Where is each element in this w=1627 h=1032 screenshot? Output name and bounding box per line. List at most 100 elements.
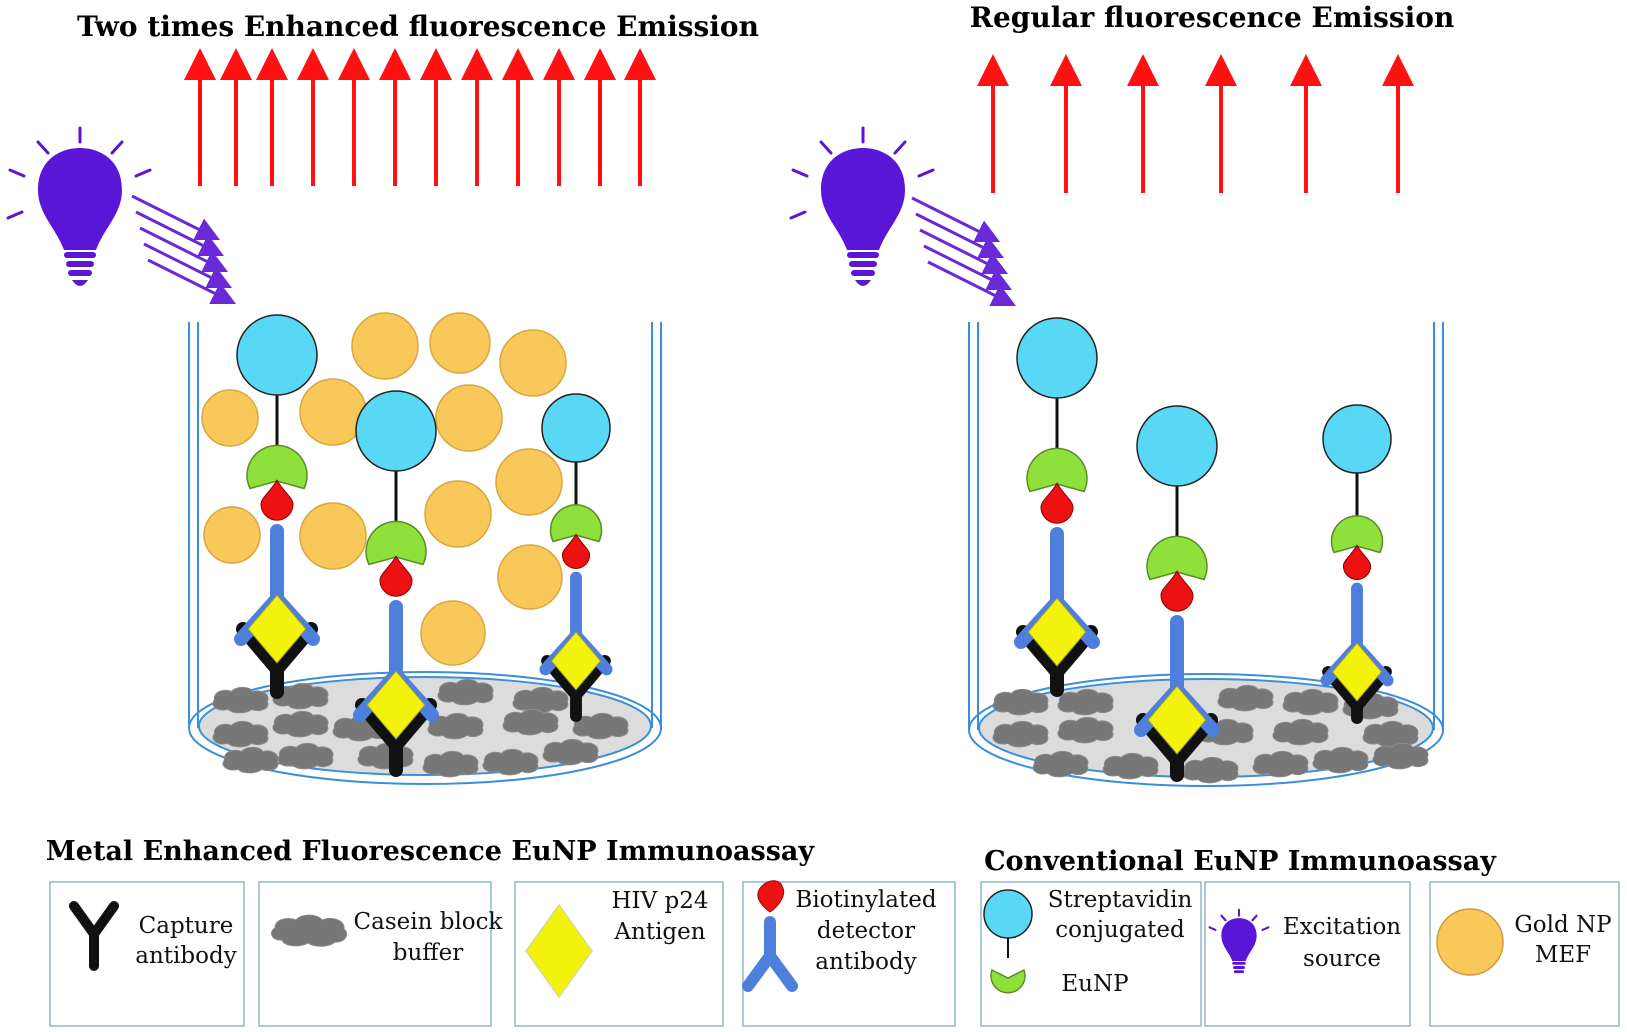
antigen — [550, 631, 602, 691]
biotin — [379, 555, 413, 597]
sandwich-complex — [1320, 404, 1394, 724]
legend-detector-antibody-icon — [742, 880, 798, 992]
legend-excitation-label-1: Excitation — [1283, 914, 1401, 940]
legend-capture-label-2: antibody — [135, 943, 236, 969]
biotin — [1160, 570, 1194, 612]
legend-detector-label-1: Biotinylated — [795, 887, 936, 913]
antigen — [1027, 597, 1087, 667]
eunp — [549, 504, 603, 543]
casein-blob — [512, 686, 569, 714]
legend-box-casein — [258, 881, 492, 1027]
left-assay-title: Metal Enhanced Fluorescence EuNP Immunoa… — [46, 836, 816, 867]
legend-excitation-label-2: source — [1303, 946, 1381, 972]
excitation-ray — [135, 210, 225, 257]
casein-blob — [1282, 688, 1339, 716]
casein-blob — [277, 742, 334, 770]
gold-np — [420, 600, 486, 666]
legend-gold-label-1: Gold NP — [1514, 912, 1611, 938]
excitation-ray — [919, 228, 1009, 275]
casein-blob — [1252, 750, 1309, 778]
casein-blob — [427, 712, 484, 740]
casein-blob — [1102, 752, 1159, 780]
legend-box-eunp — [980, 881, 1202, 1027]
left-emission-arrows — [184, 48, 656, 186]
gold-np — [497, 544, 563, 610]
excitation-ray — [923, 244, 1013, 291]
casein-blob — [1057, 688, 1114, 716]
left-emission-title: Two times Enhanced fluorescence Emission — [77, 10, 759, 43]
casein-blob — [1217, 684, 1274, 712]
gold-np — [201, 389, 259, 447]
casein-blob — [572, 712, 629, 740]
legend: Capture antibody Casein block buffer HIV… — [49, 880, 1620, 1027]
right-assay-title: Conventional EuNP Immunoassay — [984, 846, 1497, 877]
excitation-ray — [927, 260, 1017, 307]
casein-blob — [1372, 742, 1429, 770]
casein-blob — [542, 738, 599, 766]
sandwich-complex — [353, 390, 439, 777]
gold-np — [495, 448, 563, 516]
casein-blob — [212, 686, 269, 714]
legend-antigen-label-1: HIV p24 — [611, 888, 708, 914]
immunoassay-complexes — [234, 314, 1394, 782]
antigen — [247, 594, 307, 664]
right-excitation-rays — [911, 196, 1017, 307]
excitation-ray — [147, 258, 237, 305]
casein-blob — [1362, 720, 1419, 748]
sandwich-complex — [1134, 405, 1220, 782]
biotin — [561, 533, 591, 569]
legend-capture-label-1: Capture — [139, 913, 234, 939]
gold-np — [429, 312, 491, 374]
casein-blob — [992, 688, 1049, 716]
casein-blob — [1182, 756, 1239, 784]
legend-excitation-icon — [1208, 908, 1270, 974]
left-excitation-rays — [131, 194, 237, 305]
eunp — [1026, 447, 1088, 493]
casein-blob — [212, 720, 269, 748]
legend-casein-label-2: buffer — [393, 940, 463, 966]
sandwich-complex — [1014, 317, 1100, 697]
casein-blob — [1057, 716, 1114, 744]
excitation-ray — [143, 242, 233, 289]
casein-blob — [357, 742, 414, 770]
excitation-ray — [911, 196, 1001, 243]
legend-detector-label-3: antibody — [815, 949, 916, 975]
gold-np — [351, 312, 419, 380]
legend-eunp-label-1: Streptavidin — [1048, 887, 1193, 913]
legend-eunp-label-3: EuNP — [1061, 971, 1128, 997]
legend-gold-np-icon — [1436, 908, 1504, 976]
casein-blob — [1272, 718, 1329, 746]
legend-casein-label-1: Casein block — [354, 909, 504, 935]
casein-blob — [502, 708, 559, 736]
legend-gold-label-2: MEF — [1535, 942, 1591, 968]
gold-np — [435, 384, 503, 452]
legend-box-excitation — [1204, 881, 1411, 1027]
casein-blob — [1312, 746, 1369, 774]
streptavidin — [355, 390, 437, 472]
casein-blob — [222, 746, 279, 774]
casein-blob — [992, 720, 1049, 748]
legend-box-gold — [1429, 881, 1620, 1027]
biotin — [1040, 482, 1074, 524]
excitation-ray — [915, 212, 1005, 259]
legend-eunp-label-2: conjugated — [1055, 917, 1185, 943]
gold-np — [499, 329, 567, 397]
antigen — [1147, 685, 1207, 755]
gold-np — [424, 480, 492, 548]
right-emission-arrows — [977, 54, 1414, 193]
legend-capture-antibody-icon — [69, 901, 119, 971]
excitation-ray — [131, 194, 221, 241]
casein-blob — [437, 678, 494, 706]
antigen — [1331, 642, 1383, 702]
antigen — [366, 670, 426, 740]
left-excitation-bulb — [6, 126, 152, 286]
eunp — [1330, 515, 1384, 554]
legend-antigen-label-2: Antigen — [613, 919, 705, 945]
legend-eunp-icon — [983, 889, 1033, 994]
legend-casein-icon — [271, 914, 348, 947]
legend-box-detector — [742, 881, 956, 1027]
casein-blob — [272, 682, 329, 710]
excitation-ray — [139, 226, 229, 273]
gold-np — [299, 502, 367, 570]
sandwich-complex — [234, 314, 320, 699]
